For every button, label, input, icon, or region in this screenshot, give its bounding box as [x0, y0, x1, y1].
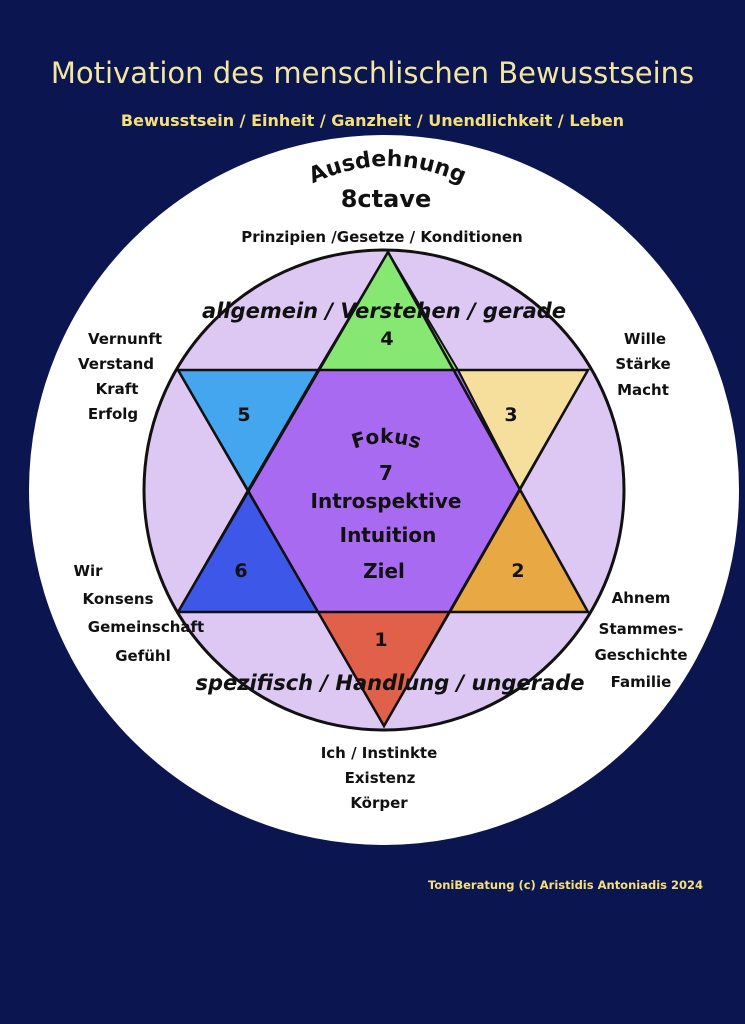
star-up-outline — [175, 249, 591, 614]
left-upper-label-3: Kraft — [96, 380, 139, 398]
principles-label: Prinzipien /Gesetze / Konditionen — [241, 228, 522, 246]
center-number-7: 7 — [379, 461, 393, 485]
number-6: 6 — [234, 560, 247, 582]
right-upper-label-3: Macht — [617, 381, 669, 399]
credit-line: ToniBeratung (c) Aristidis Antoniadis 20… — [428, 878, 704, 892]
band-bottom-label: spezifisch / Handlung / ungerade — [195, 671, 584, 695]
left-upper-label-1: Vernunft — [88, 330, 162, 348]
right-lower-label-1: Ahnem — [612, 589, 671, 607]
right-lower-label-4: Familie — [611, 673, 672, 691]
page-title: Motivation des menschlischen Bewusstsein… — [50, 56, 695, 90]
center-line-2: Intuition — [340, 523, 437, 547]
bottom-label-1: Ich / Instinkte — [321, 744, 438, 762]
number-3: 3 — [504, 404, 517, 426]
number-2: 2 — [511, 560, 524, 582]
right-lower-label-3: Geschichte — [594, 646, 687, 664]
number-5: 5 — [237, 404, 250, 426]
number-4: 4 — [380, 328, 393, 350]
bottom-label-3: Körper — [350, 794, 408, 812]
center-line-3: Ziel — [363, 559, 405, 583]
left-lower-label-3: Gemeinschaft — [88, 618, 204, 636]
bottom-label-2: Existenz — [345, 769, 416, 787]
right-upper-label-2: Stärke — [615, 355, 670, 373]
page-subtitle: Bewusstsein / Einheit / Ganzheit / Unend… — [120, 111, 625, 130]
left-upper-label-2: Verstand — [78, 355, 154, 373]
left-lower-label-1: Wir — [73, 562, 103, 580]
right-upper-label-1: Wille — [624, 330, 666, 348]
number-1: 1 — [374, 629, 387, 651]
left-lower-label-2: Konsens — [82, 590, 153, 608]
right-lower-label-2: Stammes- — [599, 620, 684, 638]
band-top-label: allgemein / Verstehen / gerade — [202, 299, 566, 323]
left-upper-label-4: Erfolg — [88, 405, 138, 423]
center-line-1: Introspektive — [311, 489, 462, 513]
star-down-outline — [175, 368, 591, 729]
octave-label: 8ctave — [341, 185, 432, 213]
left-lower-label-4: Gefühl — [115, 647, 171, 665]
